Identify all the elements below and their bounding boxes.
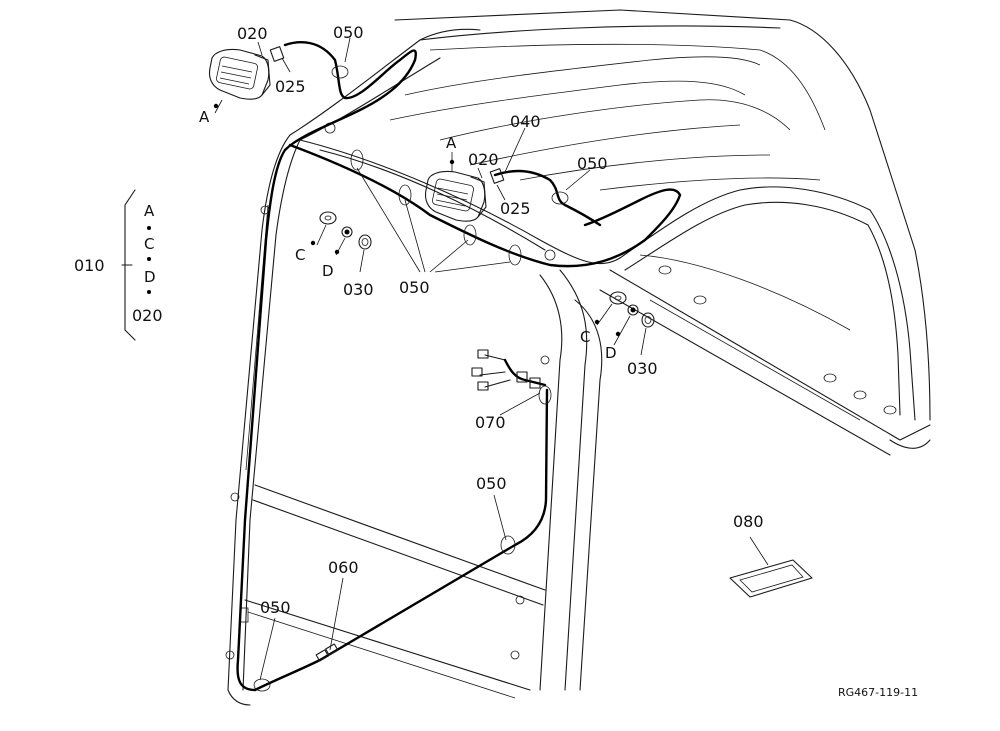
callout-030-left: 030 xyxy=(343,280,374,299)
callout-a-mid: A xyxy=(446,134,457,152)
callout-080: 080 xyxy=(733,512,764,531)
callout-070: 070 xyxy=(475,413,506,432)
callout-labels: 020 050 025 A A 020 040 050 025 C D 030 … xyxy=(74,23,918,699)
callout-050-bottom: 050 xyxy=(260,598,291,617)
callout-d-right: D xyxy=(605,344,617,362)
callout-c-left: C xyxy=(295,246,305,264)
reference-code: RG467-119-11 xyxy=(838,686,918,699)
wiring-harness xyxy=(236,41,682,692)
kit-item-d: D xyxy=(144,268,156,286)
callout-d-left: D xyxy=(322,262,334,280)
callout-050-lower: 050 xyxy=(476,474,507,493)
work-lamp-top xyxy=(208,48,271,100)
callout-050-group: 050 xyxy=(399,278,430,297)
callout-030-right: 030 xyxy=(627,359,658,378)
leader-lines xyxy=(121,37,769,681)
cab-frame xyxy=(225,9,931,706)
callout-dots xyxy=(147,103,621,337)
kit-label: 010 xyxy=(74,256,105,275)
hardware-right xyxy=(609,291,655,328)
kit-item-c: C xyxy=(144,235,154,253)
callout-a-top: A xyxy=(199,108,210,126)
callout-025-top: 025 xyxy=(275,77,306,96)
callout-020-mid: 020 xyxy=(468,150,499,169)
work-lamp-mid xyxy=(424,170,487,222)
callout-050-mid: 050 xyxy=(577,154,608,173)
callout-c-right: C xyxy=(580,328,590,346)
callout-020-top: 020 xyxy=(237,24,268,43)
callout-060: 060 xyxy=(328,558,359,577)
callout-050-top: 050 xyxy=(333,23,364,42)
hardware-left xyxy=(319,211,372,250)
kit-item-020: 020 xyxy=(132,306,163,325)
kit-item-a: A xyxy=(144,202,155,220)
callout-025-mid: 025 xyxy=(500,199,531,218)
callout-040: 040 xyxy=(510,112,541,131)
decal-080 xyxy=(729,559,813,598)
